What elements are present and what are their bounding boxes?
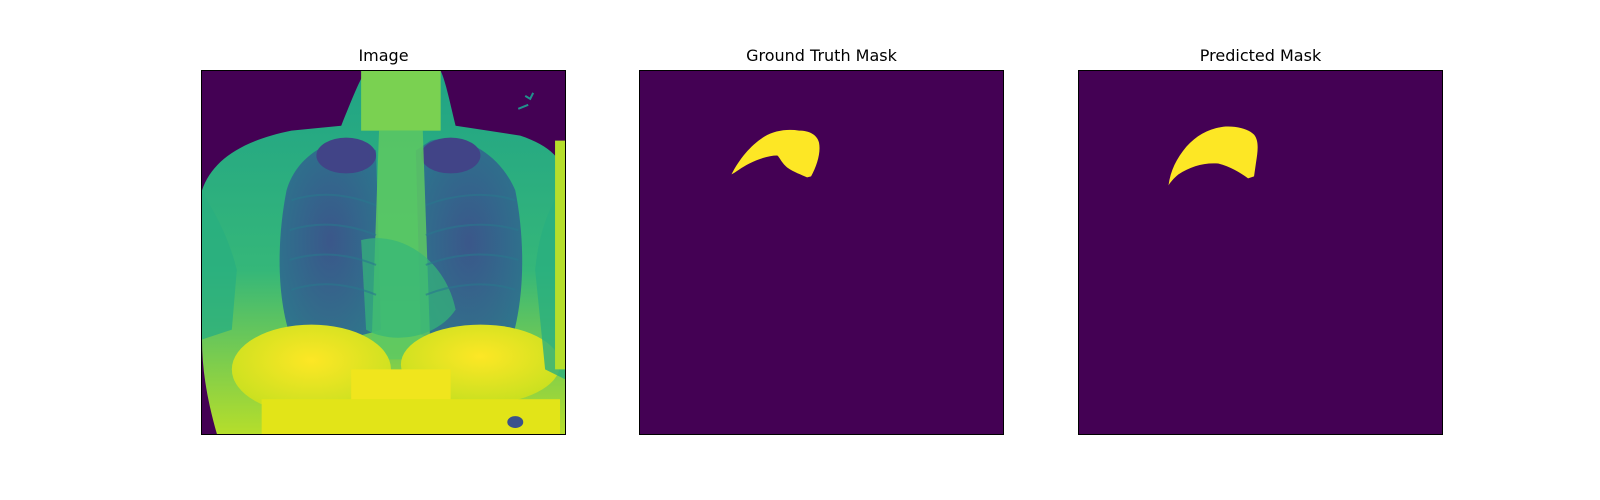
panel-title-image: Image [358, 46, 409, 65]
ground-truth-mask-panel [639, 70, 1004, 435]
image-panel [201, 70, 566, 435]
predicted-mask [1079, 71, 1442, 434]
ground-truth-mask [640, 71, 1003, 434]
panel-title-predicted: Predicted Mask [1199, 46, 1322, 65]
ground-truth-region [731, 129, 820, 178]
panel-title-ground-truth: Ground Truth Mask [746, 46, 897, 65]
predicted-mask-panel [1078, 70, 1443, 435]
predicted-region [1168, 126, 1258, 186]
xray-image [202, 71, 565, 434]
